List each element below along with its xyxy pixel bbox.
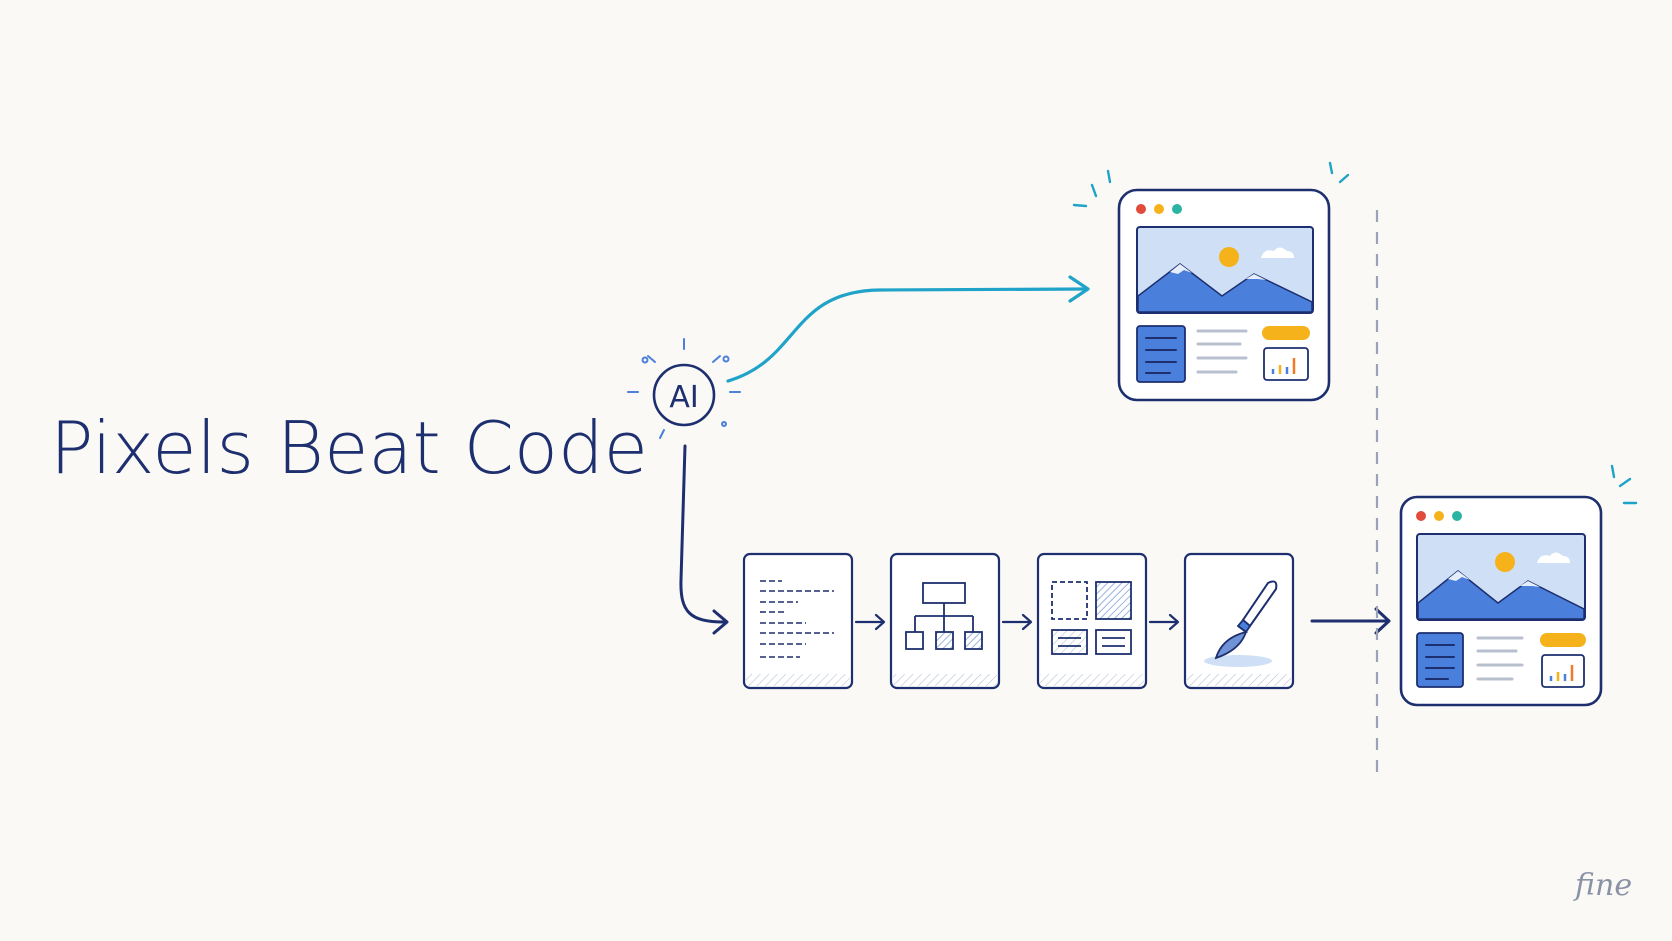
step-arrow [854,613,886,631]
paint-brush-icon [1204,580,1278,667]
sparkle-icon [1610,464,1638,505]
window-dot-green [1172,204,1182,214]
window-dot-red [1136,204,1146,214]
landscape-image [1136,226,1314,314]
bar-chart-icon [1263,347,1309,381]
step-arrow [1001,613,1033,631]
layout-blocks-icon [1051,581,1132,655]
direct-path-arrow [726,275,1090,383]
layout-card [1036,552,1148,690]
bar-chart-icon [1541,654,1585,688]
cloud-icon [1537,552,1570,563]
page-title: Pixels Beat Code [50,406,648,490]
window-dot-yellow [1154,204,1164,214]
document-lines-icon [760,580,834,658]
ai-label: AI [669,380,698,415]
text-block-icon [1416,632,1464,688]
text-block-icon [1136,325,1186,383]
sparkle-icon [1072,161,1350,208]
ai-node: AI [627,338,741,439]
step-arrow [1148,613,1180,631]
result-arrow [1310,607,1391,635]
structure-card [889,552,1001,690]
code-result-window [1399,464,1638,707]
ai-circle [652,363,716,427]
landscape-image [1416,533,1586,621]
window-dot-green [1452,511,1462,521]
cloud-icon [1261,247,1294,258]
sun-icon [1495,552,1515,572]
sparkle-icon [627,338,741,439]
code-path-arrow [679,444,729,635]
window-dot-red [1416,511,1426,521]
window-dot-yellow [1434,511,1444,521]
style-card [1183,552,1295,690]
text-spec-card [742,552,854,690]
sun-icon [1219,247,1239,267]
action-button-icon [1262,326,1310,340]
tree-hierarchy-icon [905,582,983,650]
brand-logo: fine [1573,868,1632,903]
action-button-icon [1540,633,1586,647]
pixel-result-window [1072,161,1350,402]
